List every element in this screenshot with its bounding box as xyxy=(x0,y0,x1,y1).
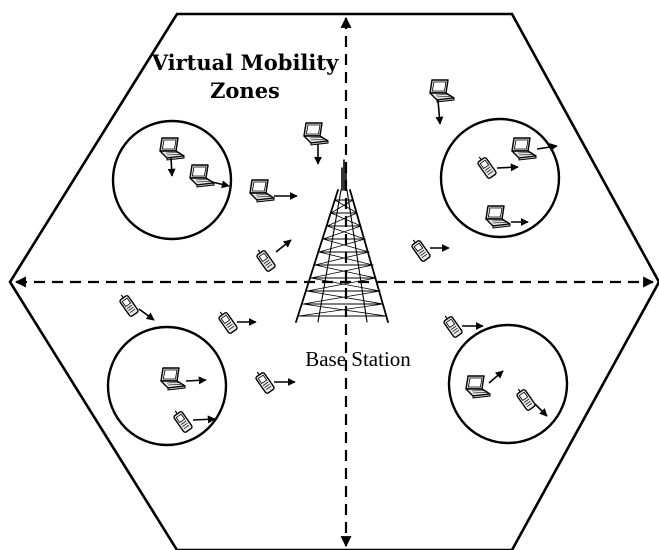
arrow-icon xyxy=(192,415,216,424)
phone-icon xyxy=(215,308,239,335)
laptop-icon xyxy=(189,164,215,188)
base-station-label: Base Station xyxy=(305,347,411,371)
phone-icon xyxy=(440,312,464,339)
laptop-icon xyxy=(303,122,329,146)
arrow-icon xyxy=(536,143,558,152)
arrow-icon xyxy=(185,376,207,385)
arrow-icon xyxy=(496,163,519,172)
laptop-icon xyxy=(511,137,537,161)
mobility-zone-circle-bottom-right xyxy=(447,323,569,445)
arrow-icon xyxy=(488,370,504,384)
arrow-icon xyxy=(167,156,176,177)
mobility-zone-circle-top-left xyxy=(111,119,233,241)
phone-icon xyxy=(116,291,140,318)
arrow-icon xyxy=(211,180,230,189)
zones-label-line2: Zones xyxy=(210,78,280,103)
laptop-icon xyxy=(485,205,511,229)
phone-icon xyxy=(408,236,432,263)
cell-tower-icon xyxy=(295,159,389,323)
laptop-icon xyxy=(249,179,275,203)
phone-icon xyxy=(170,407,194,434)
arrow-icon xyxy=(275,239,292,253)
laptop-icon xyxy=(465,375,491,399)
laptop-icon xyxy=(429,79,455,103)
phone-icon xyxy=(474,153,498,180)
mobility-zone-circle-bottom-left xyxy=(106,325,228,447)
laptop-icon xyxy=(159,137,185,161)
phone-icon xyxy=(252,368,276,395)
laptop-icon xyxy=(160,367,186,391)
phone-icon xyxy=(253,246,277,273)
arrow-icon xyxy=(138,308,155,321)
arrow-icon xyxy=(435,99,444,125)
phone-icon xyxy=(513,385,537,412)
hexagon-cell xyxy=(8,12,659,550)
mobility-zone-circle-top-right xyxy=(439,117,561,239)
arrow-icon xyxy=(534,403,548,417)
zones-label-line1: Virtual Mobility xyxy=(151,50,339,75)
